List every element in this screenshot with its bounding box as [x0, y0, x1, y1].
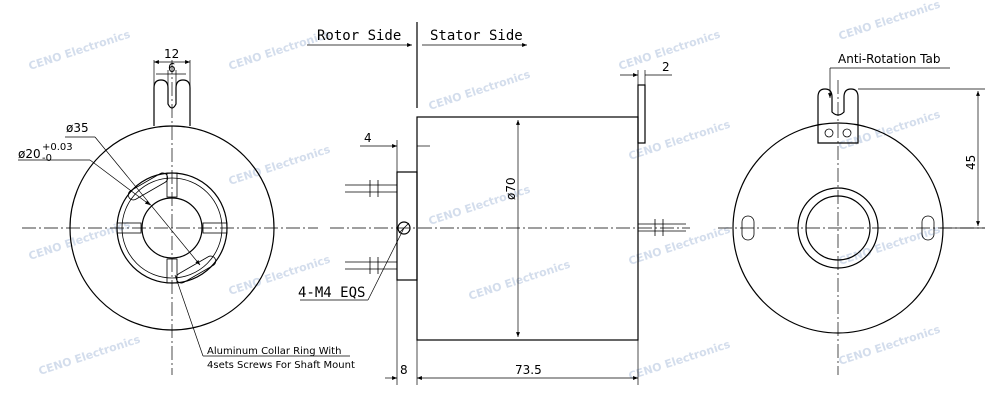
collar [396, 171, 418, 281]
watermark: CENO Electronics [627, 223, 732, 268]
dim-collar-length: 8 [400, 363, 408, 377]
watermark: CENO Electronics [837, 223, 942, 268]
set-screw [397, 221, 411, 235]
label-screws: 4-M4 EQS [298, 285, 365, 301]
slip-ring-body [416, 116, 639, 341]
dim-outer-dia: ø35 [66, 121, 89, 135]
collar-label-line1: Aluminum Collar Ring With [207, 346, 341, 357]
label-rotor-side: Rotor Side [317, 28, 401, 44]
bore [141, 197, 203, 259]
dim-bore-tol-upper: +0.03 [42, 142, 73, 153]
rotor-face-view: 12 6 ø35 ø20 +0.03 -0 Aluminum Collar Ri… [18, 47, 355, 375]
watermark: CENO Electronics [837, 323, 942, 368]
watermark: CENO Electronics [627, 338, 732, 383]
watermark: CENO Electronics [27, 218, 132, 263]
dim-tab-height: 45 [964, 155, 978, 170]
stator-bore-inner [805, 195, 871, 261]
watermark: CENO Electronics [227, 143, 332, 188]
dim-tab-thickness: 2 [662, 60, 670, 74]
watermark: CENO Electronics [837, 0, 942, 43]
label-anti-rotation-tab: Anti-Rotation Tab [838, 52, 941, 66]
body-outline [69, 125, 275, 331]
dim-bore-tol-lower: -0 [42, 153, 52, 164]
watermark: CENO Electronics [627, 118, 732, 163]
dim-tab-width: 12 [164, 47, 179, 61]
watermark: CENO Electronics [27, 28, 132, 73]
watermark: CENO Electronics [467, 258, 572, 303]
watermark: CENO Electronics [427, 68, 532, 113]
watermark: CENO Electronics [837, 108, 942, 153]
dim-body-length: 73.5 [515, 363, 542, 377]
watermark: CENO Electronics [37, 333, 142, 378]
side-view: Rotor Side Stator Side 4 [298, 22, 690, 385]
stator-face-view: Anti-Rotation Tab 45 [718, 52, 985, 375]
stator-tab [637, 84, 646, 144]
dim-tab-slot: 6 [168, 61, 176, 75]
dim-bore-dia: ø20 [18, 147, 41, 161]
anti-rotation-tab [153, 79, 191, 126]
stator-bore-outer [797, 187, 879, 269]
label-stator-side: Stator Side [430, 28, 523, 44]
dim-body-dia: ø70 [504, 177, 518, 200]
dim-flange-thickness: 4 [364, 131, 372, 145]
anti-rotation-tab-right [817, 88, 859, 144]
collar-label-line2: 4sets Screws For Shaft Mount [207, 360, 355, 371]
